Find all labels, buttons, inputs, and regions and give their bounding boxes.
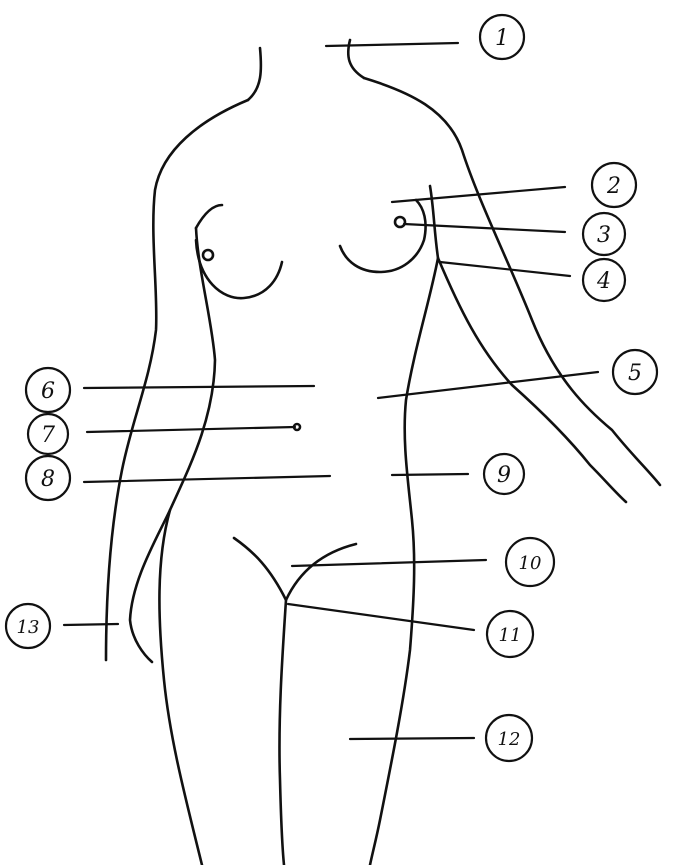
right-breast-line (340, 200, 426, 272)
left-leg-outer-line (159, 510, 202, 865)
label-number-6: 6 (41, 379, 55, 404)
label-badge-4: 4 (583, 259, 625, 301)
leader-line-3 (404, 224, 565, 232)
label-number-4: 4 (596, 269, 611, 294)
label-number-11: 11 (499, 625, 522, 646)
label-number-13: 13 (17, 617, 40, 638)
leader-line-11 (288, 604, 474, 630)
left-inner-arm-line (130, 228, 215, 662)
label-badge-1: 1 (480, 15, 524, 59)
leader-line-12 (350, 738, 474, 739)
label-badge-9: 9 (484, 454, 524, 494)
right-nipple-mark (395, 217, 405, 227)
label-number-2: 2 (606, 174, 621, 199)
leader-line-9 (392, 474, 468, 475)
leader-line-10 (292, 560, 486, 566)
label-number-12: 12 (498, 729, 521, 750)
groin-line (234, 538, 356, 600)
label-number-7: 7 (41, 423, 55, 448)
label-badge-3: 3 (583, 213, 625, 255)
label-badge-10: 10 (506, 538, 554, 586)
label-badge-13: 13 (6, 604, 50, 648)
label-badge-6: 6 (26, 368, 70, 412)
left-breast-line (196, 205, 282, 298)
leader-line-4 (440, 262, 570, 276)
leader-line-6 (84, 386, 314, 388)
left-outer-arm-line (106, 100, 248, 660)
inner-leg-line (279, 600, 286, 865)
label-number-3: 3 (597, 223, 611, 248)
right-torso-line (370, 186, 438, 865)
label-number-1: 1 (495, 26, 509, 51)
label-number-8: 8 (41, 467, 55, 492)
neck-left-line (248, 48, 261, 100)
leader-line-2 (392, 187, 565, 202)
label-number-10: 10 (519, 553, 542, 574)
label-badge-5: 5 (613, 350, 657, 394)
label-badge-11: 11 (487, 611, 533, 657)
left-nipple-mark (203, 250, 213, 260)
label-badge-8: 8 (26, 456, 70, 500)
leader-line-1 (326, 43, 458, 46)
leader-line-7 (87, 427, 295, 432)
label-badge-2: 2 (592, 163, 636, 207)
label-badge-12: 12 (486, 715, 532, 761)
label-number-5: 5 (628, 361, 642, 386)
label-number-9: 9 (497, 463, 511, 488)
leader-line-13 (64, 624, 118, 625)
label-badge-7: 7 (28, 414, 68, 454)
